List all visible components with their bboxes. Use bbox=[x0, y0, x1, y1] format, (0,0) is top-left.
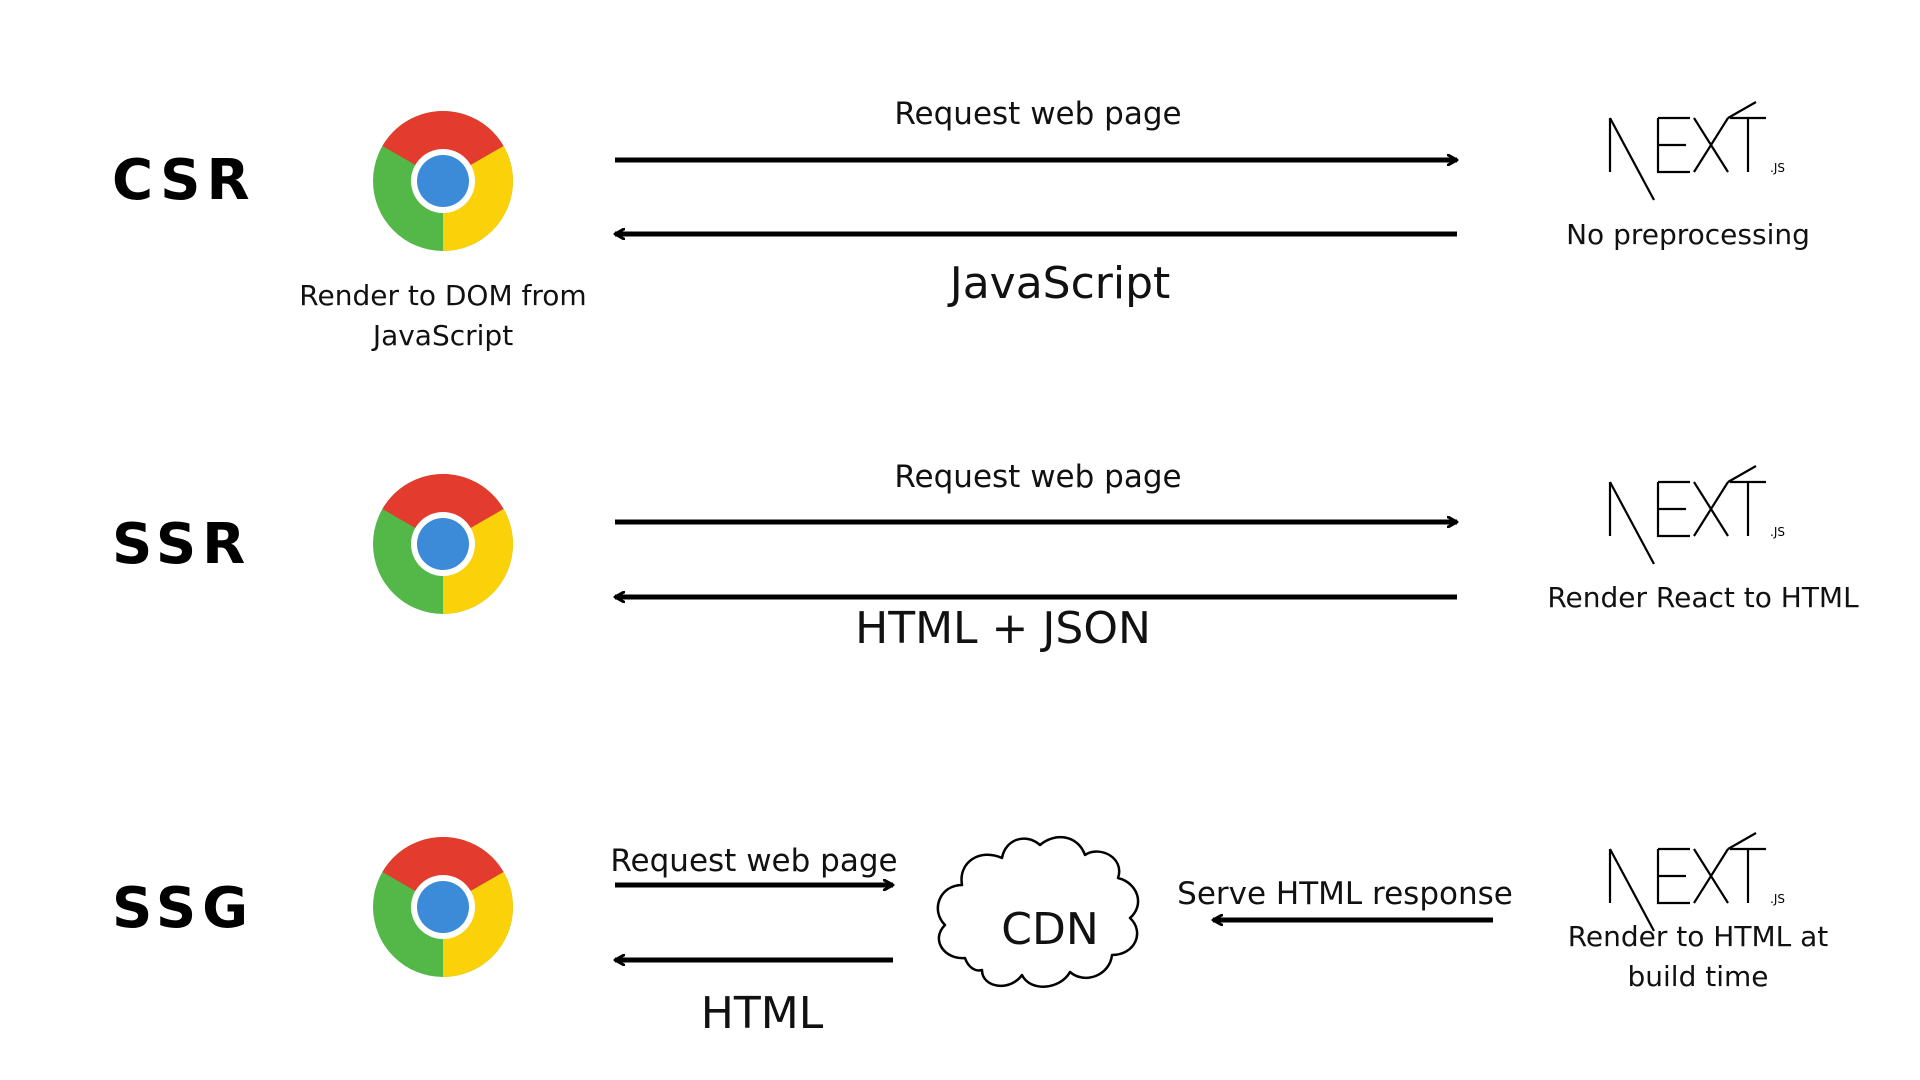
row-title-ssr: SSR bbox=[112, 512, 252, 577]
cloud-icon bbox=[936, 835, 1140, 988]
chrome-logo-icon bbox=[373, 474, 513, 614]
nextjs-logo-icon: .JS bbox=[1608, 101, 1785, 201]
request-label: Request web page bbox=[610, 843, 898, 879]
nextjs-logo-icon: .JS bbox=[1608, 832, 1785, 932]
row-title-ssg: SSG bbox=[112, 876, 255, 941]
svg-text:.JS: .JS bbox=[1770, 525, 1785, 539]
svg-text:.JS: .JS bbox=[1770, 161, 1785, 175]
cdn-label: CDN bbox=[1001, 904, 1099, 955]
cdn-serve-label: Serve HTML response bbox=[1177, 876, 1513, 912]
server-caption: Render to HTML at build time bbox=[1567, 920, 1829, 993]
nextjs-logo-icon: .JS bbox=[1608, 465, 1785, 565]
server-caption: Render React to HTML bbox=[1547, 581, 1859, 614]
request-label: Request web page bbox=[894, 96, 1182, 132]
chrome-logo-icon bbox=[373, 111, 513, 251]
row-title-csr: CSR bbox=[112, 148, 256, 213]
server-caption: No preprocessing bbox=[1566, 218, 1810, 251]
response-label: HTML + JSON bbox=[855, 603, 1151, 654]
svg-text:.JS: .JS bbox=[1770, 892, 1785, 906]
request-label: Request web page bbox=[894, 459, 1182, 495]
response-label: JavaScript bbox=[949, 258, 1171, 309]
response-label: HTML bbox=[700, 988, 824, 1039]
chrome-logo-icon bbox=[373, 837, 513, 977]
client-caption: Render to DOM from JavaScript bbox=[299, 279, 587, 352]
